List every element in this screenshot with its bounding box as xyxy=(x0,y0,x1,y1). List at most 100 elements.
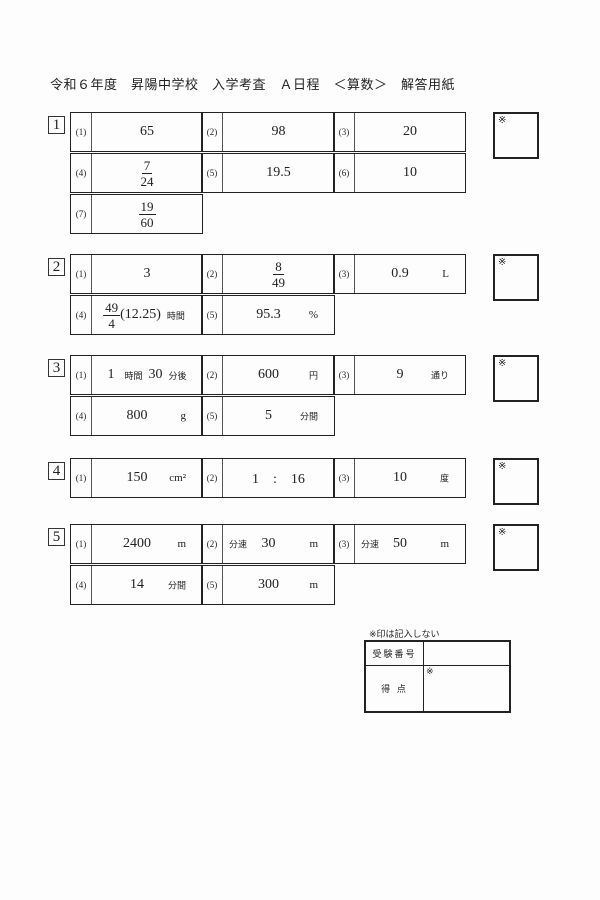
answer-text: 95.3 xyxy=(256,307,281,322)
numerator: 19 xyxy=(138,198,156,215)
section-number: 5 xyxy=(48,528,65,546)
question-label: (4) xyxy=(71,397,92,435)
score-box: ※ xyxy=(493,254,539,301)
numerator: 8 xyxy=(273,258,284,275)
answer-cell: (4) 800 g xyxy=(70,396,203,436)
score-mark: ※ xyxy=(498,527,507,538)
answer-cell: (1) 3 xyxy=(70,254,203,294)
question-label: (1) xyxy=(71,525,92,563)
score-label: 得 点 xyxy=(381,685,408,695)
answer-unit: g xyxy=(180,410,187,422)
answer-text: 98 xyxy=(271,124,286,139)
answer-unit: m xyxy=(440,538,449,550)
answer-text: 9 xyxy=(396,367,404,382)
answer-unit-inline: 時間 xyxy=(166,311,185,322)
score-box: ※ xyxy=(493,524,539,571)
answer-value: 20 xyxy=(355,113,465,151)
question-label: (2) xyxy=(202,459,223,497)
question-label: (3) xyxy=(334,255,355,293)
question-label: (4) xyxy=(71,296,92,334)
question-label: (1) xyxy=(71,255,92,293)
answer-text: 10 xyxy=(403,165,417,180)
question-label: (5) xyxy=(202,154,223,192)
section-number: 2 xyxy=(48,258,65,276)
answer-unit: m xyxy=(309,538,318,550)
answer-value: 19.5 xyxy=(223,154,334,192)
score-box: ※ xyxy=(493,355,539,402)
answer-text: 150 xyxy=(126,470,148,485)
score-mark: ※ xyxy=(426,667,434,677)
answer-unit: L xyxy=(442,268,449,280)
answer-text: 3 xyxy=(143,266,151,281)
answer-cell: (5) 19.5 xyxy=(201,153,335,193)
answer-cell: (2) 1 : 16 xyxy=(201,458,335,498)
score-mark: ※ xyxy=(498,257,507,268)
answer-text: 600 xyxy=(258,367,279,382)
answer-text: 1 : 16 xyxy=(252,472,305,487)
answer-unit: 分間 xyxy=(167,581,186,592)
answer-text: 5 xyxy=(265,408,272,423)
numerator: 49 xyxy=(103,299,121,316)
question-label: (3) xyxy=(334,356,355,394)
answer-value: 95.3% xyxy=(223,296,334,334)
answer-cell: (6) 10 xyxy=(333,153,466,193)
question-label: (1) xyxy=(71,113,92,151)
answer-value: 800 g xyxy=(92,397,202,435)
answer-cell: (1)65 xyxy=(70,112,203,152)
question-label: (3) xyxy=(334,525,355,563)
page-title: 令和６年度 昇陽中学校 入学考査 Ａ日程 ＜算数＞ 解答用紙 xyxy=(50,78,456,93)
exam-info-table: 受験番号 得 点 ※ xyxy=(364,640,511,713)
exam-number-label: 受験番号 xyxy=(372,650,417,660)
answer-text: 800 xyxy=(126,408,148,423)
question-label: (4) xyxy=(71,154,92,192)
denominator: 60 xyxy=(140,214,154,230)
answer-value: 0.9 L xyxy=(355,255,465,293)
answer-unit: 度 xyxy=(439,474,449,485)
question-label: (6) xyxy=(334,154,355,192)
answer-text: 30 xyxy=(261,536,276,551)
answer-text: 10 xyxy=(393,470,407,485)
answer-cell: (2) 98 xyxy=(201,112,335,152)
answer-unit: 円 xyxy=(308,371,318,382)
answer-text: 19.5 xyxy=(266,165,291,180)
answer-value: 10 xyxy=(355,154,465,192)
score-mark: ※ xyxy=(498,115,507,126)
answer-text: 20 xyxy=(403,124,417,139)
question-label: (7) xyxy=(71,195,92,233)
answer-value: 600 円 xyxy=(223,356,334,394)
section-number: 1 xyxy=(48,116,65,134)
question-label: (4) xyxy=(71,566,92,604)
answer-cell: (5)95.3% xyxy=(201,295,335,335)
answer-prefix: 分速 xyxy=(361,540,380,551)
question-label: (2) xyxy=(202,113,223,151)
denominator: 4 xyxy=(108,315,115,331)
exam-number-field[interactable] xyxy=(424,642,510,664)
answer-text: 0.9 xyxy=(391,266,409,281)
answer-value: 10 度 xyxy=(355,459,465,497)
answer-value: 65 xyxy=(92,113,202,151)
answer-cell: (3) 0.9 L xyxy=(333,254,466,294)
answer-text: 1 xyxy=(107,367,115,382)
answer-value: 98 xyxy=(223,113,334,151)
